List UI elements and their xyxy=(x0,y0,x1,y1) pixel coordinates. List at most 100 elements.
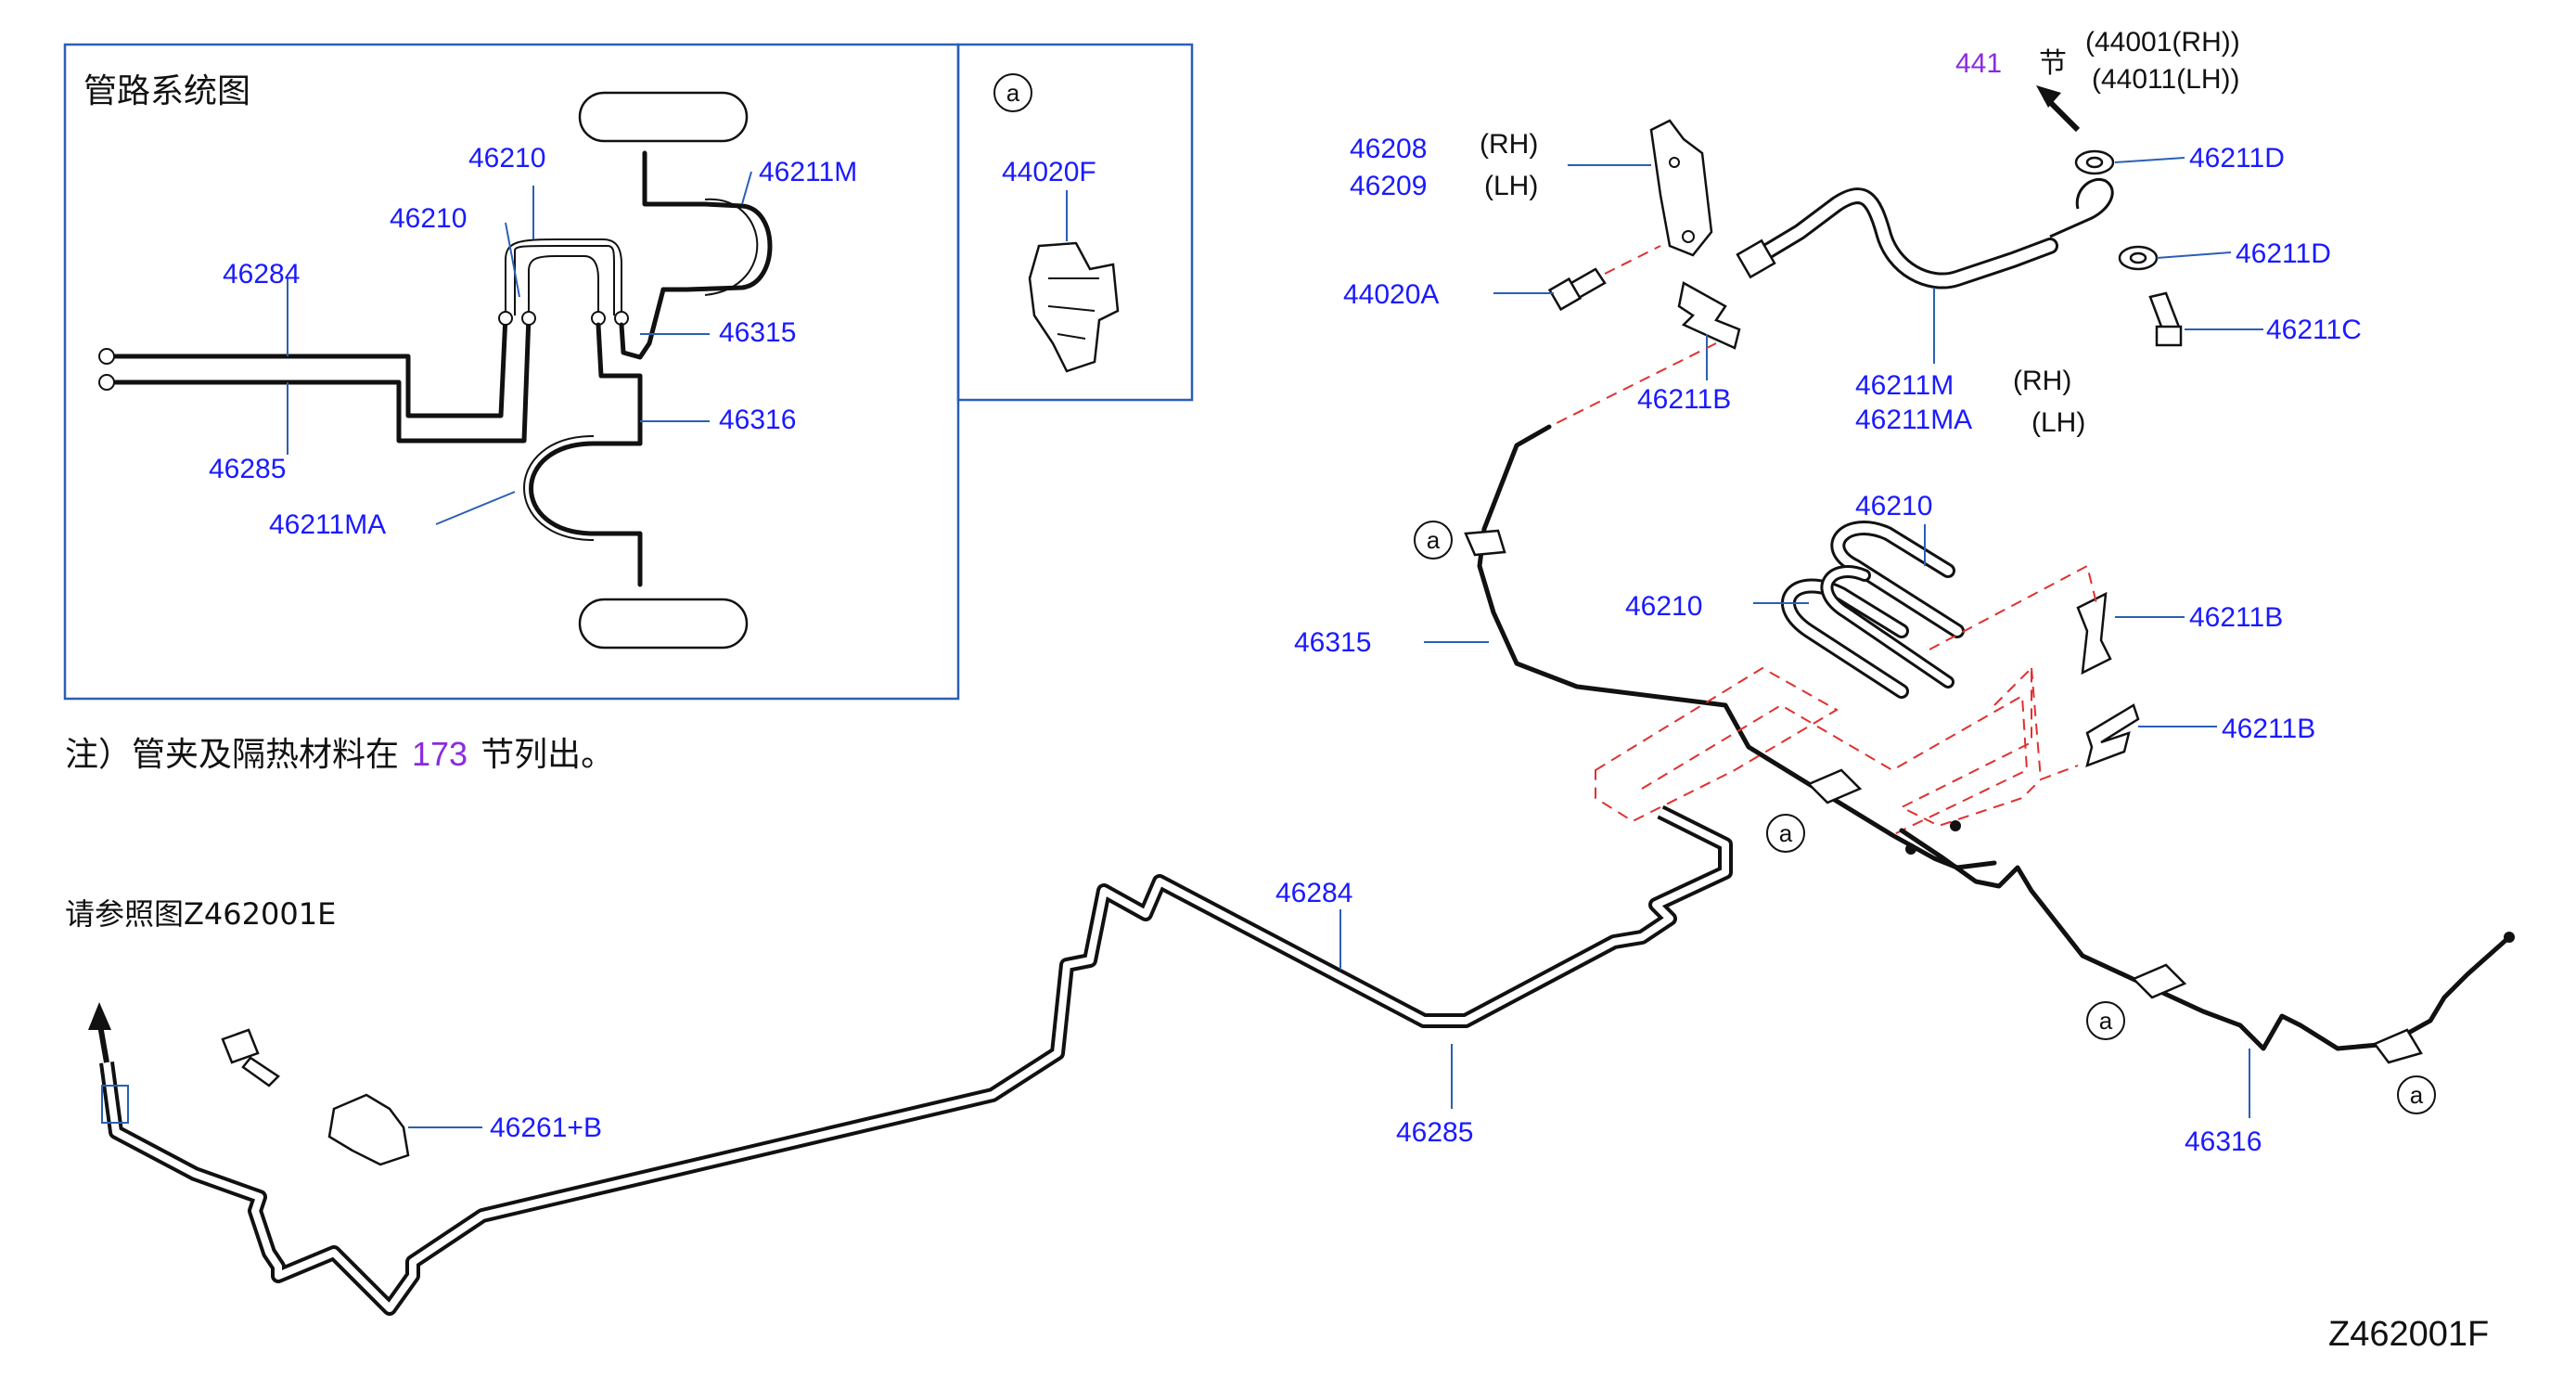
label-lh: (LH) xyxy=(1484,171,1538,201)
banjo-fitting xyxy=(2049,177,2114,238)
inset-title: 管路系统图 xyxy=(83,72,250,110)
label-46285: 46285 xyxy=(209,454,286,484)
marker-a xyxy=(1766,814,1805,853)
line-end-2 xyxy=(98,374,115,391)
install-guide xyxy=(2031,667,2079,781)
clamp-marker xyxy=(2131,963,2187,999)
inset-line-46285 xyxy=(104,313,532,444)
junction-tubes-46210: 46210 46210 xyxy=(1625,491,1965,699)
rear-hose xyxy=(529,441,643,587)
label-46209: 46209 xyxy=(1350,171,1427,201)
inset-line-46315 xyxy=(619,287,666,360)
clip-46261b xyxy=(327,1093,410,1166)
note-suffix: 节列出。 xyxy=(481,736,614,774)
install-guide xyxy=(1595,666,1839,823)
marker-a-text: a xyxy=(1006,79,1020,107)
marker-a xyxy=(2397,1075,2436,1114)
bracket-hole xyxy=(1682,230,1695,243)
bolt-head xyxy=(2155,325,2183,347)
label-rh: (RH) xyxy=(2013,366,2071,396)
label-46211b: 46211B xyxy=(2189,602,2283,633)
marker-a xyxy=(2086,1001,2125,1040)
pipe-46316 xyxy=(1899,828,2512,1051)
marker-a xyxy=(1414,521,1453,560)
arrow-head xyxy=(88,1002,111,1030)
install-line xyxy=(1539,342,1717,432)
marker-a-group: a a a xyxy=(1766,814,2436,1114)
label-44020f: 44020F xyxy=(1002,157,1096,187)
bracket-46208 xyxy=(1649,119,1713,257)
washer-hole xyxy=(2085,156,2104,169)
clamp-marker xyxy=(1806,768,1863,804)
label-46210: 46210 xyxy=(390,203,467,234)
install-line xyxy=(1604,245,1661,275)
bolt-shank xyxy=(241,1056,280,1087)
leader xyxy=(505,222,520,298)
inset-system-diagram: 管路系统图 46210 46210 xyxy=(63,43,960,701)
reference-note[interactable]: 请参照图Z462001E xyxy=(65,896,336,932)
note-page[interactable]: 173 xyxy=(412,735,468,773)
junction-tube-outer xyxy=(505,238,622,315)
marker-a-text: a xyxy=(1427,526,1441,554)
label-46315: 46315 xyxy=(719,317,796,348)
label-46211d: 46211D xyxy=(2236,238,2331,269)
part-44011-lh: (44011(LH)) xyxy=(2092,64,2240,95)
marker-a xyxy=(993,73,1032,112)
rear-brake-chamber xyxy=(578,598,749,650)
note-text: 注）管夹及隔热材料在 173 节列出。 xyxy=(65,735,614,774)
front-hose-outline xyxy=(704,198,759,296)
label-lh: (LH) xyxy=(2031,407,2085,438)
leader xyxy=(741,171,752,205)
clip-44020f xyxy=(1028,241,1120,373)
section-link-441[interactable]: 441 xyxy=(1955,48,2002,79)
line-end-1 xyxy=(98,348,115,365)
fitting xyxy=(521,311,536,326)
pipe-end xyxy=(1905,843,1916,855)
arrow-head xyxy=(2036,85,2061,108)
label-46211c: 46211C xyxy=(2266,315,2362,345)
clip-46211b xyxy=(2076,591,2112,676)
tube-mid-fill xyxy=(1823,568,1952,686)
diagram-code: Z462001F xyxy=(2328,1315,2489,1354)
bracket-hole xyxy=(1669,157,1680,168)
fitting xyxy=(498,311,513,326)
label-46210: 46210 xyxy=(1855,491,1932,521)
label-46285: 46285 xyxy=(1396,1117,1473,1148)
leader xyxy=(2114,157,2185,163)
note-prefix: 注）管夹及隔热材料在 xyxy=(65,736,399,774)
inset-line-46284 xyxy=(104,313,508,418)
bolt-head xyxy=(1547,277,1583,312)
label-46211m: 46211M xyxy=(759,157,857,187)
front-hose-loop xyxy=(642,150,773,292)
install-guide xyxy=(1641,694,2029,836)
marker-a-text: a xyxy=(2099,1007,2113,1035)
clamp-marker xyxy=(2373,1028,2423,1064)
clip-46211b xyxy=(1677,281,1741,350)
pipe-46284-46285 xyxy=(99,804,1733,1316)
label-46211d: 46211D xyxy=(2189,143,2285,174)
label-46284: 46284 xyxy=(223,259,300,290)
part-44001-rh: (44001(RH)) xyxy=(2085,27,2240,58)
hose-fitting xyxy=(1736,238,1776,279)
leader xyxy=(435,491,516,525)
label-46316: 46316 xyxy=(719,405,796,435)
pipe-end xyxy=(2504,932,2515,943)
label-46210: 46210 xyxy=(468,143,545,174)
label-46211b: 46211B xyxy=(2222,714,2315,744)
label-rh: (RH) xyxy=(1480,129,1538,160)
label-46208: 46208 xyxy=(1350,134,1427,164)
label-46316: 46316 xyxy=(2185,1126,2262,1157)
rear-hose-outline xyxy=(523,435,595,541)
tube-outer-fill xyxy=(1833,523,1962,636)
label-46211m: 46211M xyxy=(1855,370,1954,401)
detail-a-box: a 44020F xyxy=(956,43,1194,402)
install-guide xyxy=(1899,564,2097,828)
label-46210: 46210 xyxy=(1625,591,1702,622)
clip-46211b xyxy=(2085,703,2140,768)
clip-detail xyxy=(1047,277,1099,340)
label-44020a: 44020A xyxy=(1343,279,1439,310)
connection-box xyxy=(101,1085,129,1124)
pipe-end xyxy=(1950,820,1961,831)
arrow-up xyxy=(97,1024,109,1063)
